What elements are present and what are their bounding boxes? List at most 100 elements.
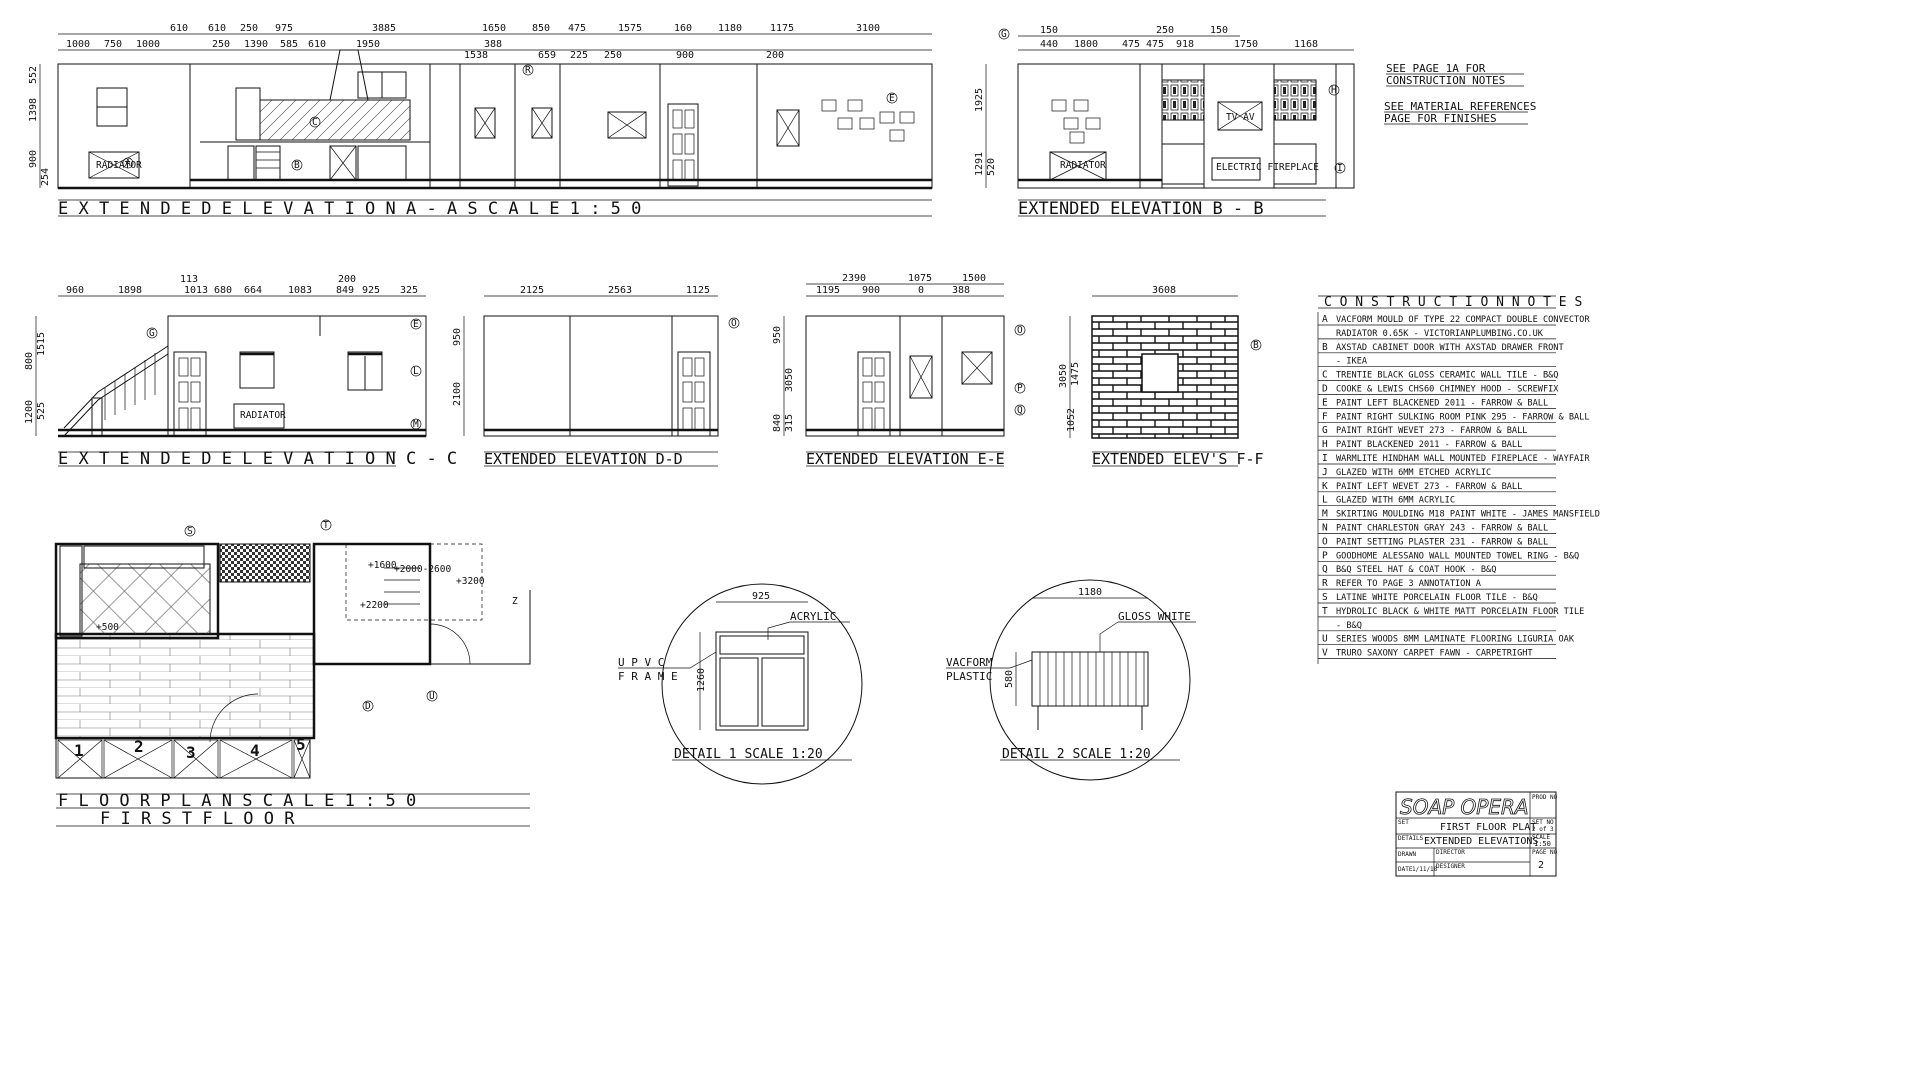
note-key: R [1322,578,1328,589]
detail1-label-upvc: U P V C [618,656,664,669]
level-3: +2000-2600 [394,564,451,575]
tag-c-E: E [413,319,419,330]
elevation-e: 2390 1075 1500 1195 900 0 388 950 3050 8… [772,273,1026,468]
dim-e-3: 1500 [962,273,986,284]
detail1-width: 925 [752,591,770,602]
tag-a-C: C [312,117,318,128]
ref-line-3: SEE MATERIAL REFERENCES [1384,100,1536,113]
elevation-f: 3608 3050 1475 1052 B EXTENDED ELEV'S F-… [1058,285,1264,468]
note-text: B&Q STEEL HAT & COAT HOOK - B&Q [1336,565,1496,575]
note-key: E [1322,397,1328,408]
dim-a2-15: 200 [766,50,784,61]
dim-a-7: 850 [532,23,550,34]
dim-a2-11: 659 [538,50,556,61]
note-text: PAINT LEFT WEVET 273 - FARROW & BALL [1336,482,1522,492]
tag-fp-Z: Z [512,596,518,607]
setno-value: 2 of 3 [1532,826,1554,833]
dim-a-2: 610 [208,23,226,34]
dim-a-10: 160 [674,23,692,34]
fireplace-label: ELECTRIC FIREPLACE [1216,162,1319,173]
page-label: PAGE NO [1532,849,1558,856]
note-key: I [1322,453,1328,464]
dim-d-left-1: 950 [452,328,463,346]
note-key: J [1322,467,1328,478]
drawn-label: DRAWN [1398,851,1416,858]
project-name: SOAP OPERA [1400,795,1529,819]
dim-a-11: 1180 [718,23,742,34]
note-key: H [1322,439,1328,450]
dim-b-3: 1800 [1074,39,1098,50]
room-5: 5 [296,735,306,754]
dim-c-10: 925 [362,285,380,296]
note-text: GLAZED WITH 6MM ETCHED ACRYLIC [1336,468,1491,478]
dim-e-1: 2390 [842,273,866,284]
dim-b-2: 440 [1040,39,1058,50]
setno-label: SET NO [1532,819,1554,826]
note-key: L [1322,495,1328,506]
elevation-a: 610 610 250 975 3885 1650 850 475 1575 1… [28,23,933,219]
dim-d-3: 1125 [686,285,710,296]
dim-a-5: 3885 [372,23,396,34]
dim-a2-7: 610 [308,39,326,50]
note-key: Q [1322,564,1328,575]
title-elevation-c: E X T E N D E D E L E V A T I O N C - C [58,449,457,469]
dim-a-left-2: 1398 [28,98,39,122]
dim-f-left-2: 1475 [1070,362,1081,386]
detail1-label-frame: F R A M E [618,670,678,683]
note-text: GLAZED WITH 6MM ACRYLIC [1336,496,1455,506]
dim-c-9: 849 [336,285,354,296]
tag-a-E: E [889,93,895,104]
note-text: COOKE & LEWIS CHS60 CHIMNEY HOOD - SCREW… [1336,385,1559,395]
note-key: F [1322,411,1328,422]
dim-e-left-4: 315 [784,414,795,432]
elevation-d: 2125 2563 1125 950 2100 O EXTENDED ELEVA… [452,285,740,468]
note-key: T [1322,606,1328,617]
title-elevation-f: EXTENDED ELEV'S F-F [1092,450,1264,468]
dim-c-4: 1013 [184,285,208,296]
note-text: PAINT BLACKENED 2011 - FARROW & BALL [1336,440,1522,450]
tag-e-P: P [1017,383,1023,394]
dim-a-left-1: 552 [28,66,39,84]
note-key: B [1322,342,1328,353]
radiator-label-a: RADIATOR [96,160,142,171]
note-text: LATINE WHITE PORCELAIN FLOOR TILE - B&Q [1336,593,1538,603]
tag-d-O: O [731,318,737,329]
dim-a2-10: 1538 [464,50,488,61]
dim-a2-8: 1950 [356,39,380,50]
subtitle-floor-plan: F I R S T F L O O R [100,809,295,829]
tag-e-O: O [1017,325,1023,336]
detail2-height: 580 [1004,670,1015,688]
set-label: SET [1398,819,1409,826]
detail1-height: 1260 [696,668,707,692]
elevation-b: TV AV ELECTRIC FIREPLACE RADIATOR 150 44… [974,25,1355,219]
tag-c-G: G [149,328,155,339]
note-key: P [1322,550,1328,561]
dim-c-1: 960 [66,285,84,296]
dim-a-3: 250 [240,23,258,34]
dim-a-12: 1175 [770,23,794,34]
dim-a-4: 975 [275,23,293,34]
detail-2: 1180 580 GLOSS WHITE VACFORM PLASTIC DET… [946,579,1196,781]
level-5: +2200 [360,600,389,611]
dim-c-left-2: 1515 [36,332,47,356]
note-key: S [1322,592,1328,603]
title-detail-1: DETAIL 1 SCALE 1:20 [674,747,823,762]
tag-c-M: M [413,419,419,430]
note-text: SERIES WOODS 8MM LAMINATE FLOORING LIGUR… [1336,635,1575,645]
date-value: 1/11/18 [1412,866,1438,873]
tag-e-Q: Q [1017,405,1023,416]
dim-b-4: 475 [1122,39,1140,50]
detail1-label-acrylic: ACRYLIC [790,610,836,623]
note-text: PAINT LEFT BLACKENED 2011 - FARROW & BAL… [1336,398,1548,408]
note-key: V [1322,648,1328,659]
detail2-width: 1180 [1078,587,1102,598]
title-detail-2: DETAIL 2 SCALE 1:20 [1002,747,1151,762]
note-text: PAINT SETTING PLASTER 231 - FARROW & BAL… [1336,537,1548,547]
note-key: G [1322,425,1328,436]
page-value: 2 [1538,860,1544,871]
detail2-label-vacform: VACFORM [946,656,993,669]
dim-f-left-1: 3050 [1058,364,1069,388]
note-key: C [1322,370,1328,381]
dim-f-left-3: 1052 [1066,408,1077,432]
note-text: AXSTAD CABINET DOOR WITH AXSTAD DRAWER F… [1336,343,1564,353]
